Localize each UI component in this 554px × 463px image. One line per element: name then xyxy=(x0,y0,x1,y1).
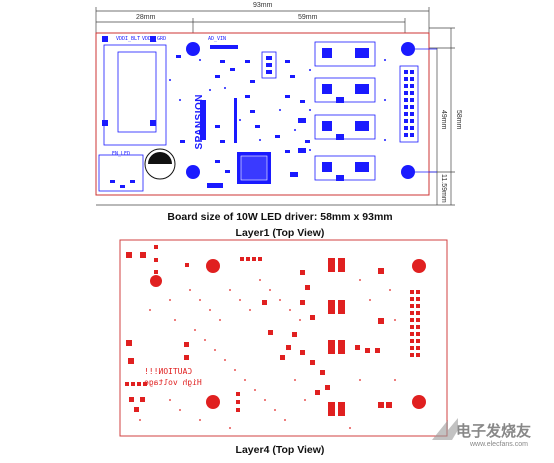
label-ad-vin: AD_VIN xyxy=(208,36,227,42)
label-vddi-grd: VDDI_GRD xyxy=(142,36,167,42)
dim-bottom-offset: 11.59mm xyxy=(440,174,447,203)
dim-height-total: 58mm xyxy=(455,110,462,130)
layer1-caption: Layer1 (Top View) xyxy=(235,227,325,239)
dim-right-segment: 59mm xyxy=(298,14,318,21)
dim-width-total: 93mm xyxy=(253,2,273,9)
label-vddi-blt: VDDI_BLT xyxy=(116,36,141,42)
dim-height-inner: 49mm xyxy=(440,110,447,130)
watermark-url: www.elecfans.com xyxy=(470,441,528,448)
watermark-text: 电子发烧友 xyxy=(456,422,532,440)
board-size-caption: Board size of 10W LED driver: 58mm x 93m… xyxy=(167,211,393,223)
label-en-led: EN_LED xyxy=(112,151,131,157)
layer4-caption: Layer4 (Top View) xyxy=(235,444,325,456)
dim-left-segment: 28mm xyxy=(136,14,156,21)
